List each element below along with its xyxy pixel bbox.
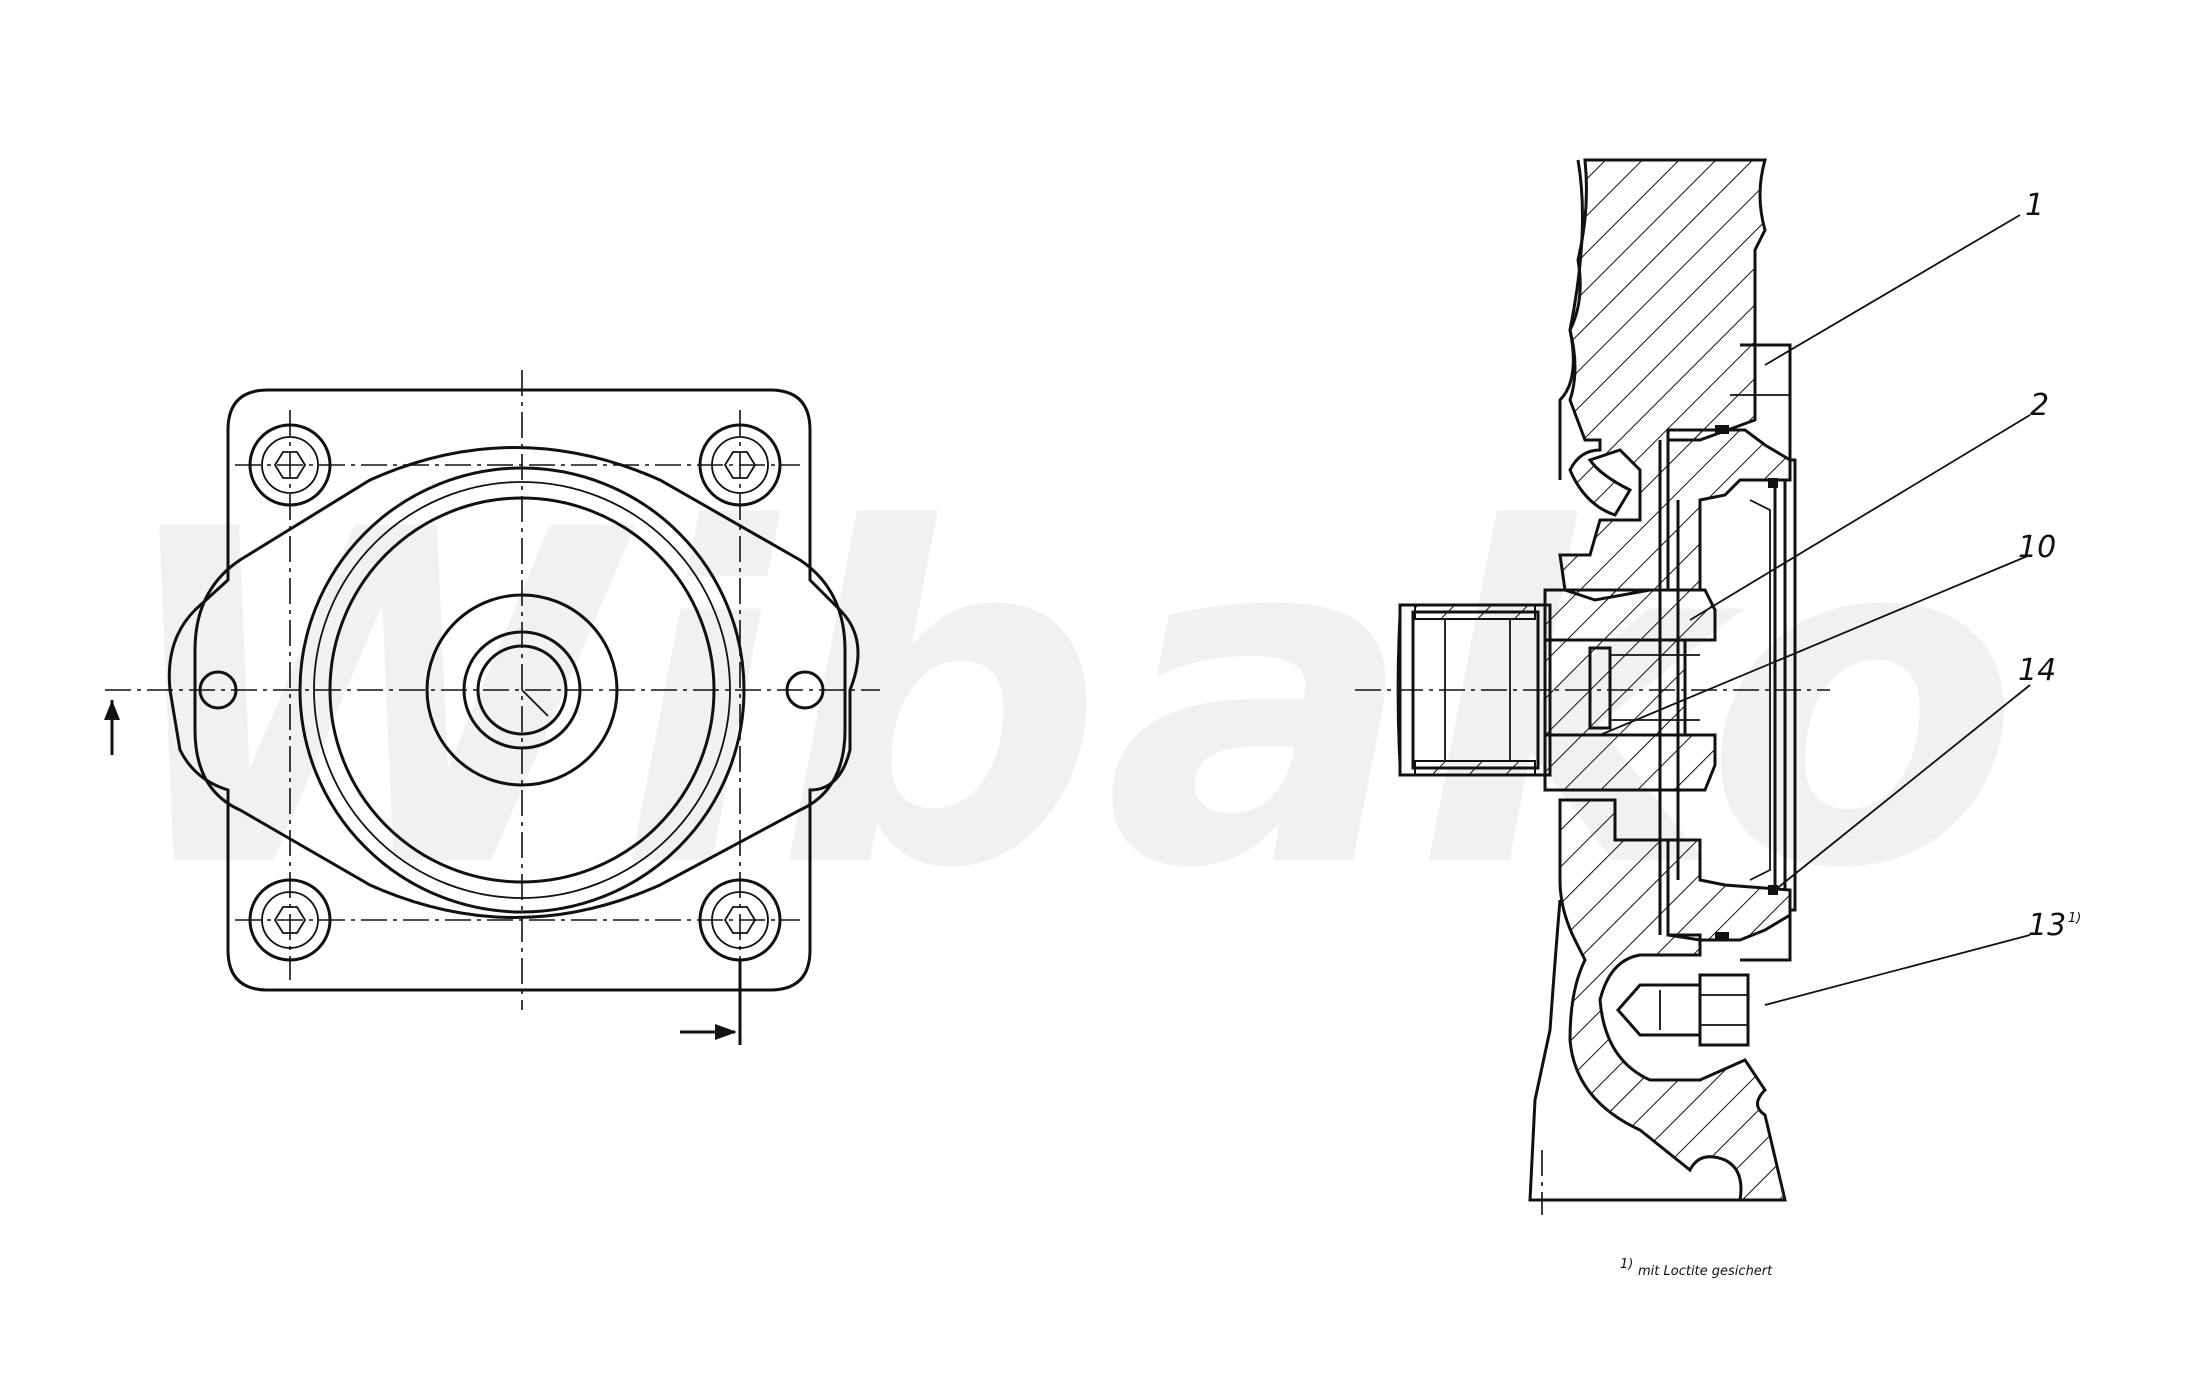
seal-lower bbox=[1715, 932, 1729, 941]
oval-flange bbox=[193, 446, 847, 919]
footnote-text: mit Loctite gesichert bbox=[1638, 1264, 1773, 1279]
callout-13: 13 bbox=[2028, 908, 2066, 943]
flange-outline bbox=[167, 388, 860, 992]
footnote-marker: 1) bbox=[1620, 1257, 1633, 1272]
callout-2: 2 bbox=[2030, 388, 2049, 423]
housing-wall-lower bbox=[1558, 798, 1787, 1202]
leader-10 bbox=[1599, 554, 2031, 736]
bolt-13 bbox=[1616, 973, 1750, 1047]
section-arrow-bottom bbox=[680, 960, 742, 1045]
seal-upper bbox=[1715, 425, 1729, 434]
callout-13-superscript: 1) bbox=[2068, 911, 2081, 926]
needle-bearing bbox=[1588, 646, 1612, 730]
callout-14: 14 bbox=[2018, 653, 2056, 688]
section-arrow-left bbox=[104, 700, 120, 755]
callout-1: 1 bbox=[2025, 188, 2044, 223]
leader-13 bbox=[1764, 934, 2031, 1006]
leader-14 bbox=[1774, 684, 2031, 891]
section-view: 1 2 10 14 13 1) 1) mit Loctite gesichert bbox=[1355, 158, 2081, 1279]
leader-1 bbox=[1764, 214, 2021, 366]
leader-2 bbox=[1689, 414, 2031, 621]
callout-10: 10 bbox=[2018, 530, 2056, 565]
front-view bbox=[104, 370, 880, 1045]
